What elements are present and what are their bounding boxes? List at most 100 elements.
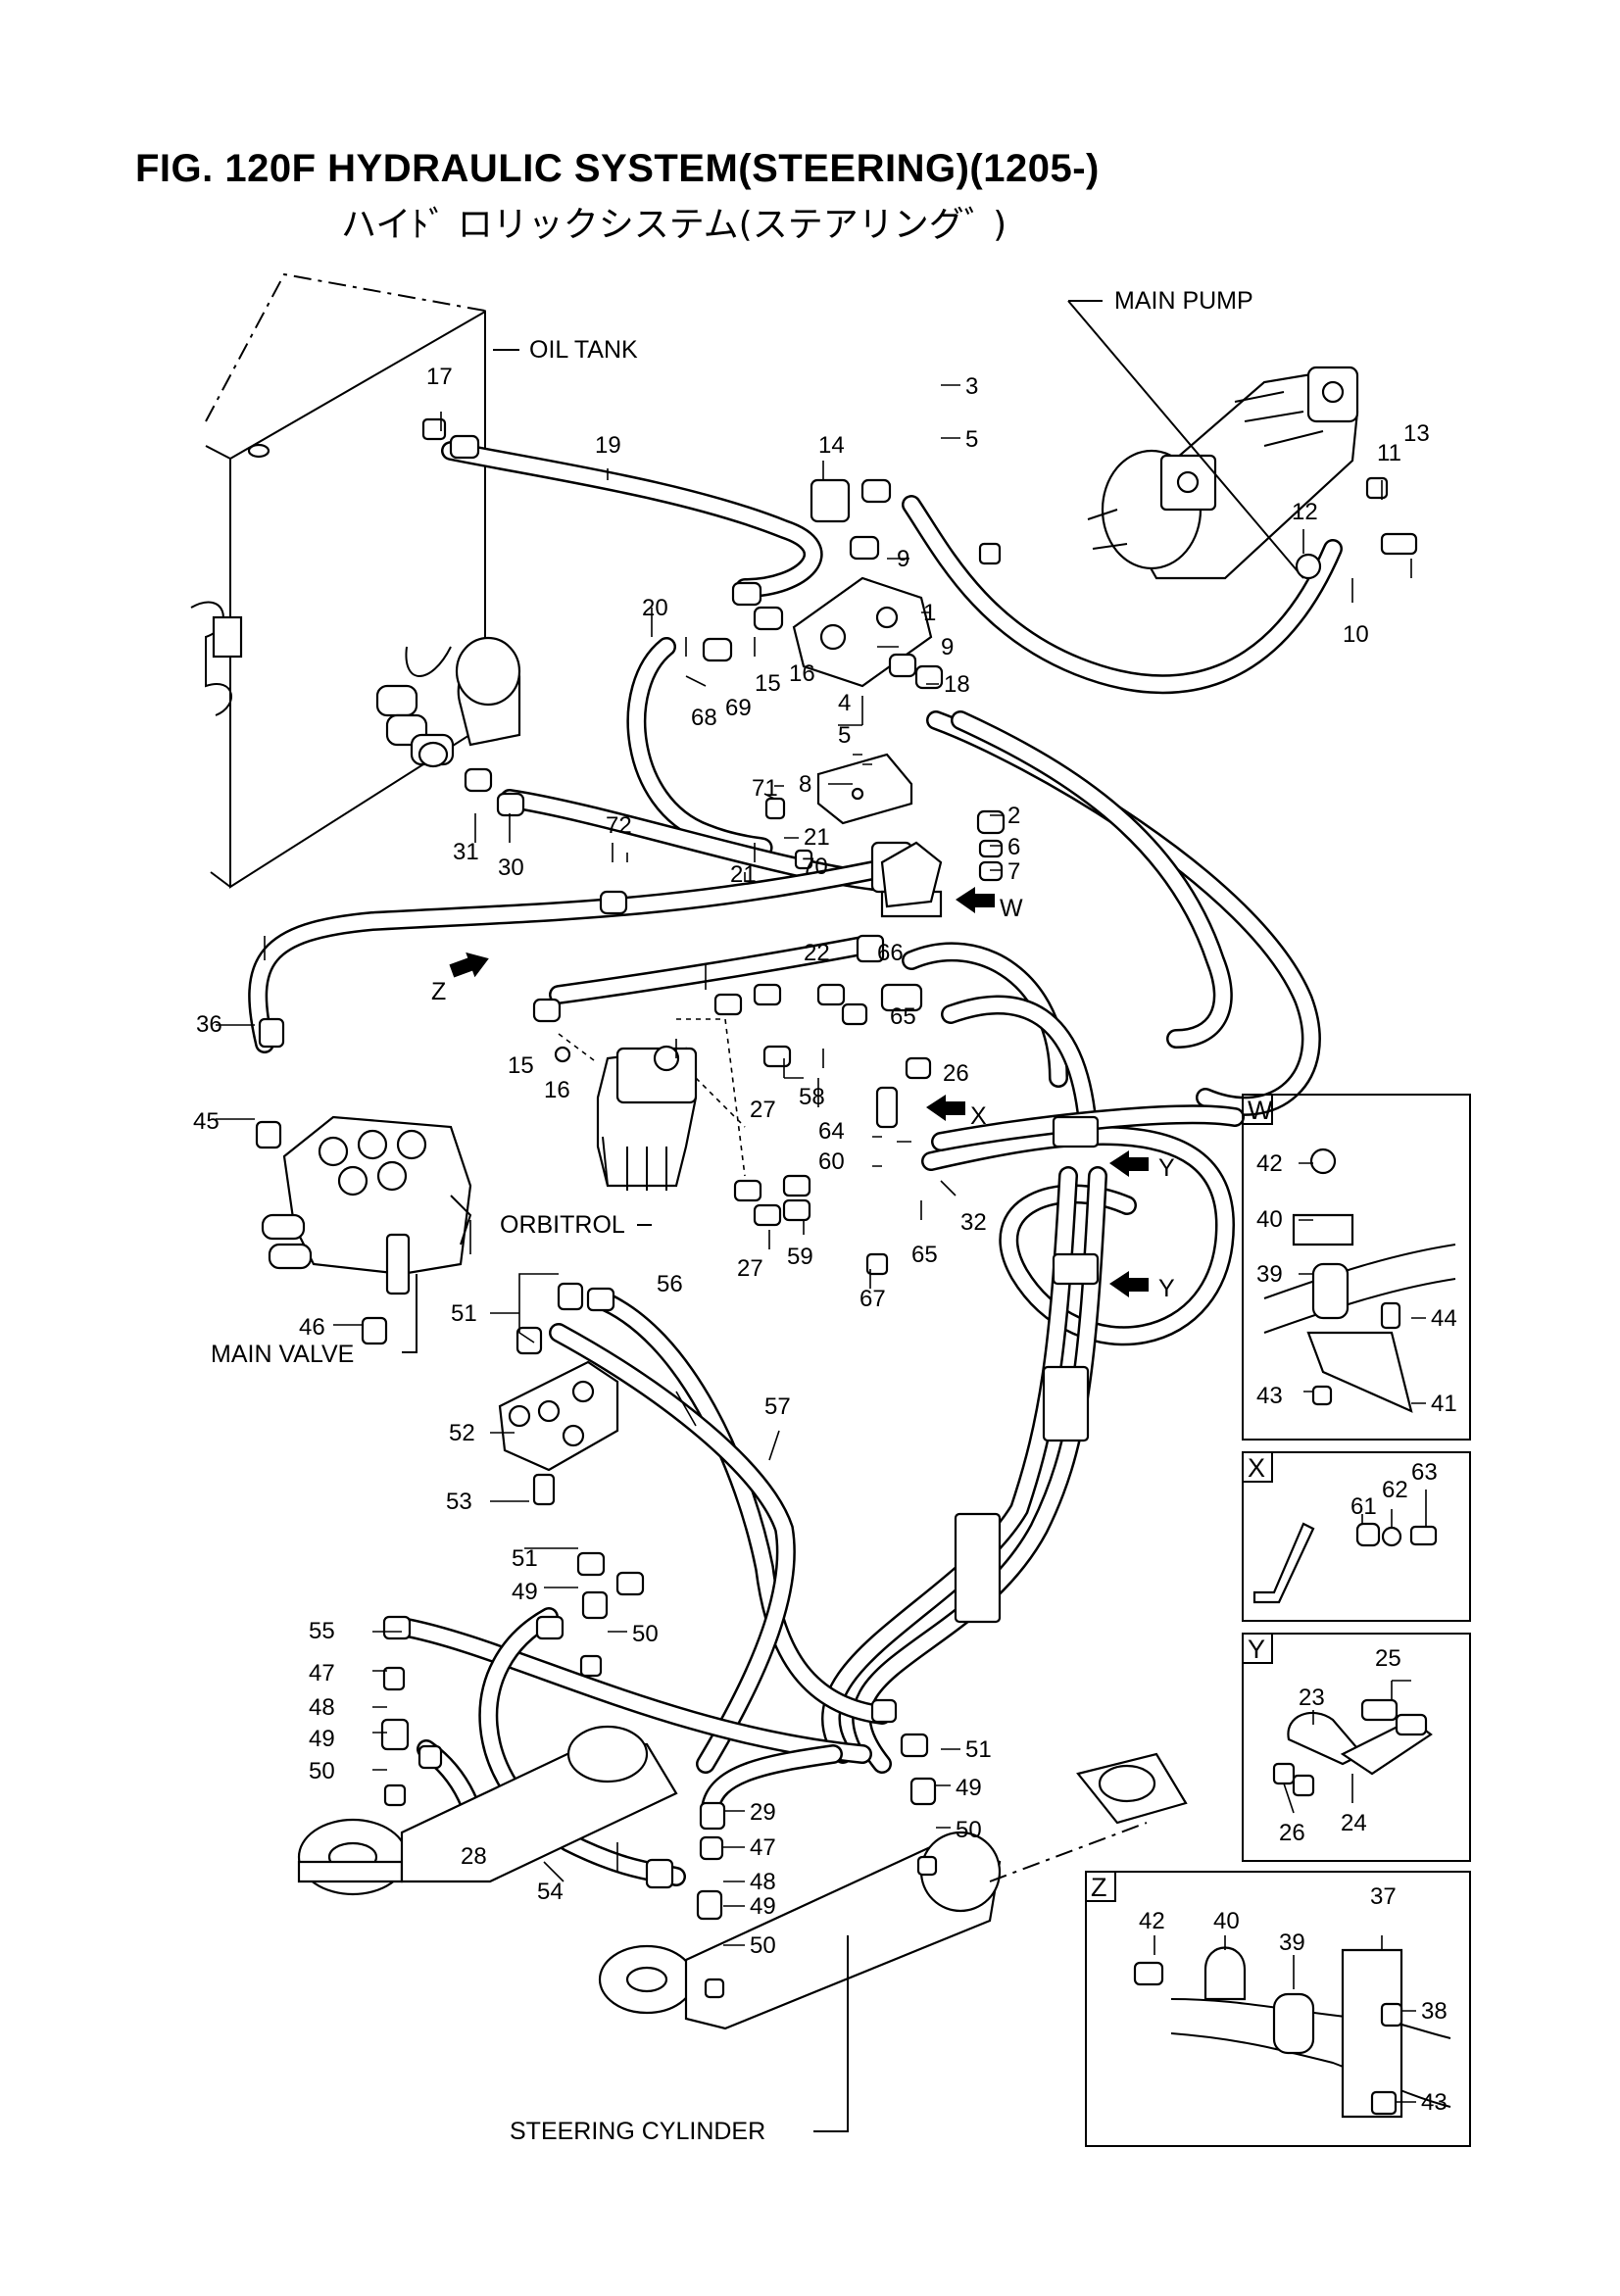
label-52: 52 <box>449 1420 475 1446</box>
label-49a: 49 <box>512 1579 538 1605</box>
label-65a: 65 <box>890 1003 916 1030</box>
label-17: 17 <box>426 364 453 390</box>
label-1: 1 <box>923 600 936 626</box>
detail-y-23: 23 <box>1299 1685 1325 1711</box>
detail-w-44: 44 <box>1431 1305 1457 1332</box>
oil-tank-label: OIL TANK <box>529 336 638 364</box>
label-9b: 9 <box>941 634 954 660</box>
label-26: 26 <box>943 1060 969 1087</box>
hoses <box>248 441 1343 1886</box>
label-72: 72 <box>606 812 632 839</box>
label-60: 60 <box>818 1148 845 1175</box>
detail-x-61: 61 <box>1350 1493 1377 1520</box>
label-54: 54 <box>537 1879 564 1905</box>
figure-subtitle: ハイﾄﾞ ロリックシステム(ステアリングﾞ ) <box>341 205 1007 245</box>
detail-z-40: 40 <box>1213 1908 1240 1934</box>
label-10: 10 <box>1343 621 1369 648</box>
label-49b: 49 <box>309 1726 335 1752</box>
detail-z-37: 37 <box>1370 1883 1397 1910</box>
label-16b: 16 <box>544 1077 570 1103</box>
label-49d: 49 <box>750 1893 776 1920</box>
label-71: 71 <box>752 775 778 802</box>
detail-x-id: X <box>1248 1453 1265 1483</box>
label-7: 7 <box>1007 858 1020 885</box>
detail-w-41: 41 <box>1431 1391 1457 1417</box>
label-27b: 27 <box>737 1255 763 1282</box>
label-50d: 50 <box>750 1932 776 1959</box>
valve-block-52 <box>498 1360 619 1472</box>
label-29: 29 <box>750 1799 776 1826</box>
part-number-labels: 3 5 14 9 1 9 18 4 5 8 71 21 70 2 6 7 11 … <box>193 364 1430 1959</box>
detail-w-40: 40 <box>1256 1206 1283 1233</box>
main-valve-label: MAIN VALVE <box>211 1341 354 1368</box>
detail-y-26: 26 <box>1279 1820 1305 1846</box>
main-pump-leader-diag <box>1067 300 1304 579</box>
detail-y-id: Y <box>1248 1635 1265 1664</box>
label-50a: 50 <box>632 1621 659 1647</box>
label-69: 69 <box>725 695 752 721</box>
label-65b: 65 <box>911 1242 938 1268</box>
label-50b: 50 <box>309 1758 335 1784</box>
detail-w-39: 39 <box>1256 1261 1283 1288</box>
label-18: 18 <box>944 671 970 698</box>
steering-cylinder-label: STEERING CYLINDER <box>510 2118 765 2145</box>
label-5a: 5 <box>965 426 978 453</box>
detail-z-38: 38 <box>1421 1998 1448 2025</box>
label-15a: 15 <box>755 670 781 697</box>
detail-x-63: 63 <box>1411 1459 1438 1486</box>
detail-y: Y 23 25 26 24 <box>1242 1633 1471 1862</box>
arrow-y-label-2: Y <box>1158 1275 1175 1302</box>
label-59: 59 <box>787 1244 813 1270</box>
detail-z: Z 42 40 39 37 38 43 <box>1085 1871 1471 2147</box>
detail-w-42: 42 <box>1256 1150 1283 1177</box>
label-55: 55 <box>309 1618 335 1644</box>
detail-w: W 42 40 39 44 43 41 <box>1242 1094 1471 1441</box>
label-31: 31 <box>453 839 479 865</box>
label-56: 56 <box>657 1271 683 1297</box>
view-arrows <box>449 887 1149 1297</box>
label-15b: 15 <box>508 1052 534 1079</box>
label-53: 53 <box>446 1489 472 1515</box>
assembly-dash-lines <box>558 1018 746 1177</box>
label-49c: 49 <box>956 1775 982 1801</box>
arrow-x-label: X <box>970 1102 987 1130</box>
label-4: 4 <box>838 690 851 716</box>
fittings <box>255 417 1418 1999</box>
detail-x: X 61 62 63 <box>1242 1451 1471 1622</box>
label-21b: 21 <box>730 861 757 888</box>
detail-z-43: 43 <box>1421 2089 1448 2116</box>
steering-cylinder-leader <box>813 1935 849 2132</box>
label-48a: 48 <box>309 1694 335 1721</box>
detail-z-39: 39 <box>1279 1930 1305 1956</box>
label-66: 66 <box>877 940 904 966</box>
steering-block <box>792 576 943 908</box>
label-2: 2 <box>1007 803 1020 829</box>
label-16a: 16 <box>789 660 815 687</box>
label-8: 8 <box>799 771 811 798</box>
steering-cylinders <box>297 1725 1188 2030</box>
orbitrol-unit <box>596 1045 698 1191</box>
label-64: 64 <box>818 1118 845 1145</box>
label-22: 22 <box>804 940 830 966</box>
arrow-y-label-1: Y <box>1158 1154 1175 1182</box>
label-6: 6 <box>1007 834 1020 860</box>
detail-z-42: 42 <box>1139 1908 1165 1934</box>
oil-tank <box>190 272 521 889</box>
label-30: 30 <box>498 855 524 881</box>
label-27a: 27 <box>750 1097 776 1123</box>
detail-y-25: 25 <box>1375 1645 1401 1672</box>
label-51c: 51 <box>965 1736 992 1763</box>
main-valve-unit <box>261 1115 472 1295</box>
label-21a: 21 <box>804 824 830 851</box>
label-32: 32 <box>960 1209 987 1236</box>
label-36: 36 <box>196 1011 222 1038</box>
main-valve-leader <box>402 1274 417 1353</box>
label-57: 57 <box>764 1393 791 1420</box>
label-46: 46 <box>299 1314 325 1341</box>
detail-w-43: 43 <box>1256 1383 1283 1409</box>
label-67: 67 <box>859 1286 886 1312</box>
label-9a: 9 <box>897 546 909 572</box>
label-5b: 5 <box>838 722 851 749</box>
label-11: 11 <box>1377 440 1401 466</box>
